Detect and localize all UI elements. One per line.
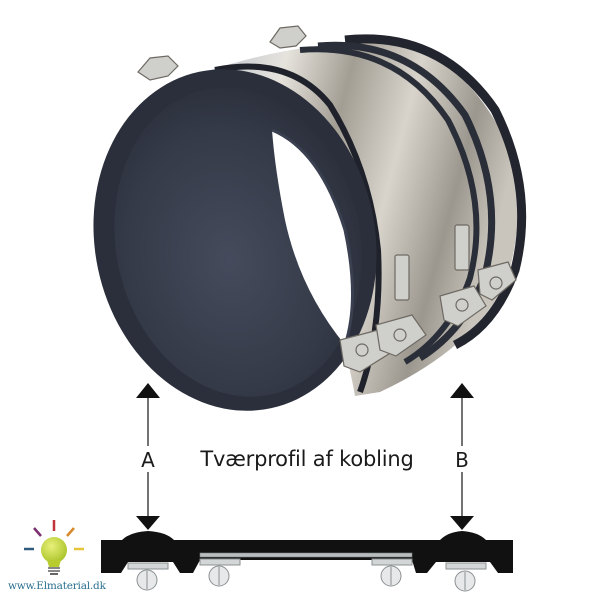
hose-clamps xyxy=(137,25,517,373)
dimension-arrow-a xyxy=(136,383,160,530)
rubber-sleeve-face xyxy=(93,69,377,411)
figure-caption: Tværprofil af kobling xyxy=(200,447,414,471)
logo-url-text: www.Elmaterial.dk xyxy=(8,580,106,592)
dimension-label-b: B xyxy=(453,448,471,472)
lightbulb-icon xyxy=(24,520,84,575)
cross-section-profile xyxy=(101,531,513,592)
dimension-arrow-b xyxy=(450,383,474,530)
dimension-label-a: A xyxy=(139,448,157,472)
